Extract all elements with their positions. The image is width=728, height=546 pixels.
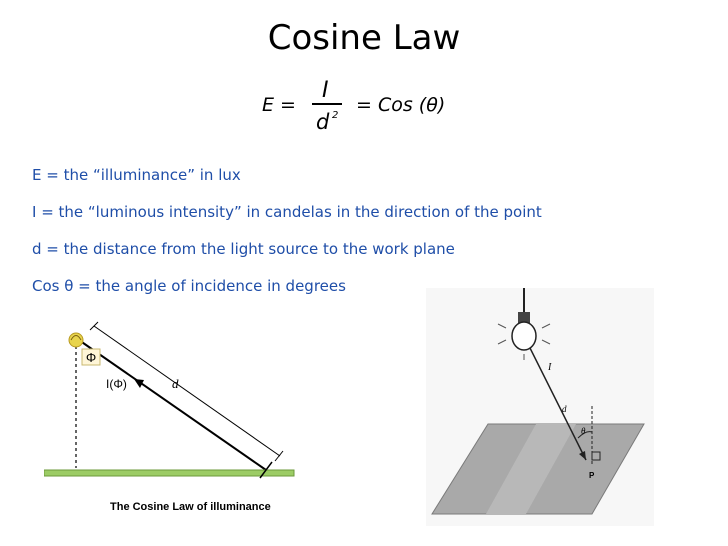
formula-exponent: 2 — [332, 110, 339, 121]
distance-line — [93, 325, 281, 457]
light-ray — [529, 347, 587, 461]
formula-rhs: = Cos (θ) — [356, 94, 446, 116]
intensity-label: I — [547, 362, 552, 373]
angle-label-phi: Φ — [86, 350, 96, 365]
right-angle-mark — [591, 451, 601, 461]
formula-numerator: I — [322, 78, 329, 103]
distance-tick-top — [89, 321, 99, 331]
point-label: P — [589, 471, 595, 480]
cosine-law-diagram: Φ I(Φ) d The Cosine Law of illuminance — [44, 321, 295, 513]
bulb-filament — [70, 335, 82, 341]
bulb-socket — [518, 312, 530, 324]
ray-arrow — [579, 451, 586, 460]
angle-label-theta: θ — [581, 426, 586, 436]
definition-intensity: I = the “luminous intensity” in candelas… — [32, 203, 542, 221]
angle-box — [81, 348, 101, 366]
angle-arc — [577, 431, 593, 439]
distance-label-d: d — [172, 376, 179, 391]
definition-angle: Cos θ = the angle of incidence in degree… — [32, 277, 346, 295]
formula-denominator: d — [316, 110, 330, 134]
page-title: Cosine Law — [267, 18, 461, 58]
plane-shading — [486, 424, 576, 514]
bulb-rays — [497, 323, 551, 360]
distance-tick-bottom — [274, 450, 284, 462]
light-ray — [75, 337, 267, 471]
light-bulb-icon — [511, 321, 537, 351]
definition-distance: d = the distance from the light source t… — [32, 240, 455, 258]
direction-arrow — [134, 379, 144, 388]
work-plane — [44, 469, 295, 477]
incidence-mark — [259, 461, 273, 479]
intensity-label: I(Φ) — [106, 377, 127, 391]
bulb-on-plane-illustration: I d θ P — [426, 288, 654, 526]
fraction-bar — [312, 103, 342, 105]
definition-illuminance: E = the “illuminance” in lux — [32, 166, 241, 184]
formula-lhs: E = — [262, 94, 296, 116]
light-bulb-icon — [68, 332, 84, 348]
distance-label-d: d — [562, 404, 567, 414]
figure-caption: The Cosine Law of illuminance — [110, 501, 271, 513]
